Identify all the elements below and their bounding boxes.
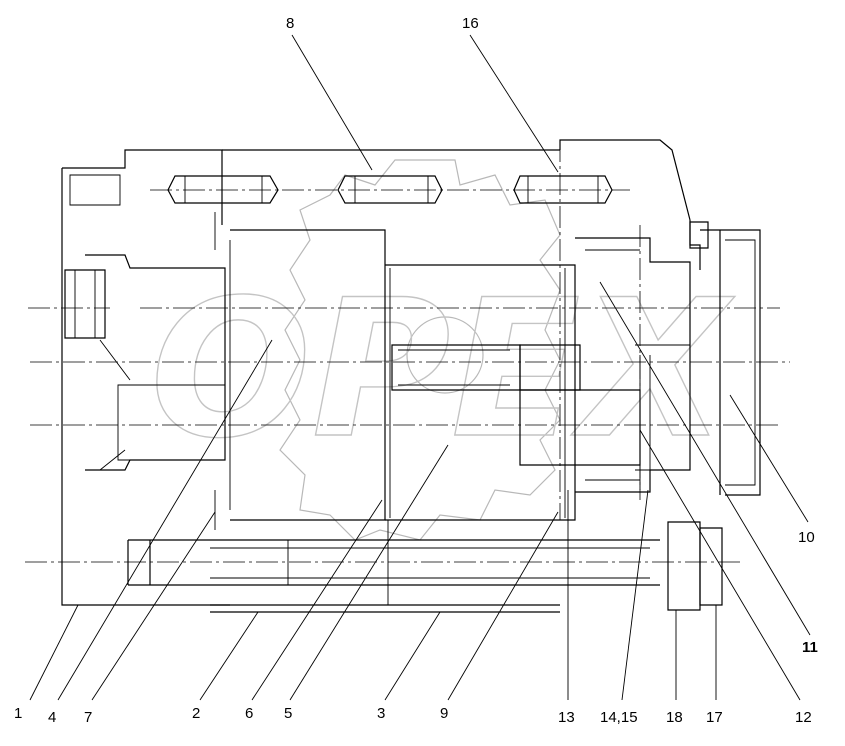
callout-18: 18 [666, 709, 683, 726]
leader-lines [29, 34, 811, 701]
callout-10: 10 [798, 529, 815, 546]
callout-4: 4 [48, 709, 56, 726]
dowel-pins [150, 175, 630, 204]
callout-3: 3 [377, 705, 385, 722]
callout-1: 1 [14, 705, 22, 722]
callout-2: 2 [192, 705, 200, 722]
callouts: 8 16 1 4 7 2 6 5 3 9 13 14,15 18 17 12 1… [14, 15, 818, 726]
callout-13: 13 [558, 709, 575, 726]
watermark: OPEX [149, 159, 736, 541]
callout-6: 6 [245, 705, 253, 722]
pump-assembly [25, 139, 790, 613]
watermark-gear-icon [279, 159, 561, 541]
callout-11: 11 [802, 639, 818, 656]
callout-5: 5 [284, 705, 292, 722]
callout-16: 16 [462, 15, 479, 32]
callout-8: 8 [286, 15, 294, 32]
watermark-text: OPEX [150, 259, 736, 480]
callout-14-15: 14,15 [600, 709, 638, 726]
callout-9: 9 [440, 705, 448, 722]
callout-7: 7 [84, 709, 92, 726]
callout-17: 17 [706, 709, 723, 726]
callout-12: 12 [795, 709, 812, 726]
